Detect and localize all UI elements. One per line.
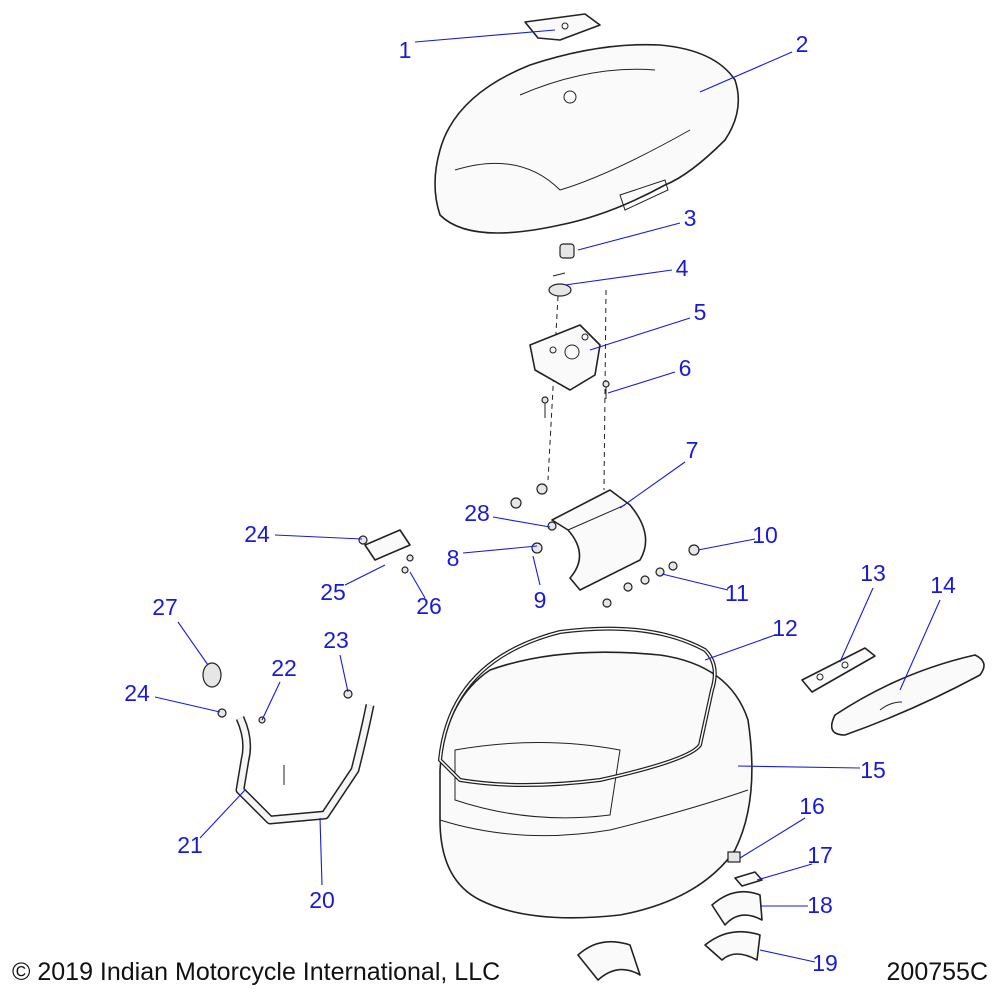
- callout-8: 8: [447, 545, 460, 571]
- callout-6: 6: [679, 355, 692, 381]
- leader-line: [199, 789, 246, 839]
- callout-25: 25: [320, 579, 346, 605]
- callout-21: 21: [177, 832, 203, 858]
- part-mount-plate: [801, 647, 876, 693]
- callout-9: 9: [534, 587, 547, 613]
- leader-line: [564, 269, 673, 286]
- callout-23: 23: [323, 627, 349, 653]
- callout-15: 15: [860, 757, 886, 783]
- leader-line: [697, 538, 756, 551]
- leader-line: [414, 29, 556, 43]
- leader-line: [661, 573, 729, 591]
- callout-28: 28: [464, 500, 490, 526]
- callout-27: 27: [152, 594, 178, 620]
- part-screw: [559, 243, 575, 259]
- callout-1: 1: [399, 37, 412, 63]
- part-grommet: [548, 272, 572, 297]
- leader-line: [839, 587, 874, 663]
- leader-line: [699, 51, 793, 93]
- part-cap: [202, 662, 222, 688]
- part-cover-plate: [524, 13, 601, 41]
- callout-5: 5: [694, 299, 707, 325]
- leader-line: [759, 949, 816, 963]
- part-emblem-trim: [830, 654, 985, 736]
- leader-line: [532, 555, 541, 586]
- leader-line: [737, 765, 861, 769]
- callout-24: 24: [244, 521, 270, 547]
- callout-14: 14: [930, 572, 956, 598]
- callout-3: 3: [684, 205, 697, 231]
- part-lid: [434, 43, 740, 234]
- leader-line: [409, 571, 426, 599]
- callout-22: 22: [271, 655, 297, 681]
- leader-line: [274, 534, 363, 540]
- part-fasteners: [510, 483, 700, 608]
- copyright-text: © 2019 Indian Motorcycle International, …: [12, 958, 501, 986]
- part-latch-bracket: [551, 489, 647, 591]
- callout-24: 24: [124, 680, 150, 706]
- leader-line: [339, 654, 349, 693]
- part-mount-brackets: [217, 689, 375, 825]
- leader-line: [739, 817, 806, 859]
- leader-line: [589, 317, 691, 351]
- part-hinge: [358, 529, 414, 574]
- callout-4: 4: [676, 255, 689, 281]
- callout-26: 26: [416, 593, 442, 619]
- callout-19: 19: [812, 950, 838, 976]
- leader-line: [607, 371, 676, 394]
- part-guard-rail: [437, 626, 717, 787]
- callout-13: 13: [860, 560, 886, 586]
- leader-line: [177, 621, 209, 666]
- callout-12: 12: [772, 615, 798, 641]
- leader-line: [319, 817, 323, 886]
- callout-10: 10: [752, 522, 778, 548]
- leader-line: [899, 599, 941, 691]
- leader-line: [619, 461, 686, 509]
- callout-16: 16: [799, 793, 825, 819]
- callout-17: 17: [807, 842, 833, 868]
- part-saddlebag: [439, 651, 753, 919]
- callout-20: 20: [309, 887, 335, 913]
- part-bolt-clamps: [577, 851, 763, 981]
- leader-line: [154, 696, 221, 713]
- leader-line: [704, 634, 776, 661]
- callout-2: 2: [796, 31, 809, 57]
- leader-line: [577, 222, 681, 251]
- leader-line: [462, 545, 538, 554]
- part-latch: [529, 324, 601, 391]
- part-latch-screws: [541, 380, 610, 418]
- leader-line: [492, 516, 551, 528]
- callout-18: 18: [807, 892, 833, 918]
- leader-line: [756, 863, 813, 881]
- leader-line: [344, 564, 386, 586]
- callout-7: 7: [686, 437, 699, 463]
- callout-11: 11: [725, 580, 749, 606]
- diagram-id: 200755C: [886, 958, 988, 986]
- leader-line: [261, 681, 281, 721]
